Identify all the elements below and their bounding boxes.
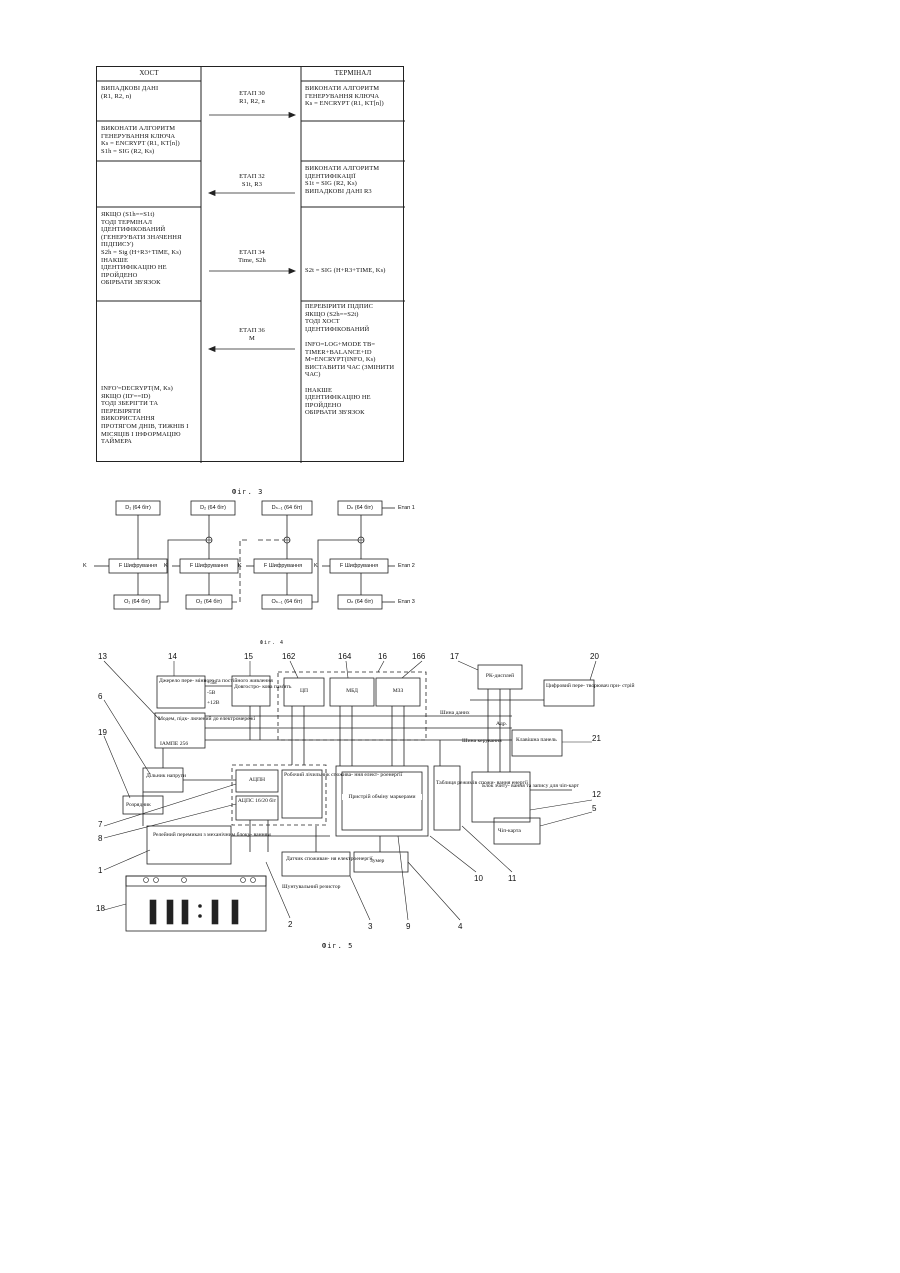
data-bus-label: Шина даних (440, 710, 470, 716)
ref-17: 17 (450, 652, 459, 661)
ref-11: 11 (508, 874, 516, 883)
work-counter-block: Робочий лічильник спожива- ння елект- ро… (284, 772, 402, 778)
step34-data: Time, S2h (209, 257, 295, 265)
stage-3-label: Етап 3 (398, 598, 415, 606)
fig5-caption: Фіг. 5 (322, 942, 353, 950)
key-label-4: K (314, 562, 318, 570)
stage-1-label: Етап 1 (398, 504, 415, 512)
dac-block: Цифровий пере- творювач при- стрій (546, 683, 635, 689)
modem-block: Модем, підк- лючений до електромережі (158, 716, 255, 722)
plus12v-label: +12В (207, 700, 219, 706)
address-bus-label: Адр. (496, 721, 507, 727)
dn1-block: Dₙ₋₁ (64 біт) (262, 504, 312, 512)
terminal-step-1: ВИКОНАТИ АЛГОРИТМ ГЕНЕРУВАННЯ КЛЮЧА Ks =… (305, 85, 384, 108)
o1-block: O₁ (64 біт) (114, 598, 160, 606)
ref-3: 3 (368, 922, 372, 931)
step36-data: M (209, 335, 295, 343)
ref-21: 21 (592, 734, 601, 743)
discharger-block: Розрядник (126, 802, 151, 808)
terminal-step-2: ВИКОНАТИ АЛГОРИТМ ІДЕНТИФІКАЦІЇ S1t = SI… (305, 165, 379, 195)
lcd-block: РК-дисплей (478, 673, 522, 679)
adc-current-block: АЦПС 16/20 біт (236, 798, 278, 804)
ref-4: 4 (458, 922, 462, 931)
step36-title: ЕТАП 36 (209, 327, 295, 335)
host-step-4: INFO'=DECRYPT(M, Ks) ЯКЩО (ID'==ID) ТОДІ… (101, 385, 189, 446)
key-label-2: K (164, 562, 168, 570)
host-header: ХОСТ (97, 70, 201, 78)
step34-title: ЕТАП 34 (209, 249, 295, 257)
step30-data: R1, R2, n (209, 98, 295, 106)
ref-162: 162 (282, 652, 295, 661)
dn-block: Dₙ (64 біт) (338, 504, 382, 512)
encrypt-block-3: F Шифрування (254, 562, 312, 570)
chip-card-block: Чіп-карта (498, 828, 521, 834)
step32-title: ЕТАП 32 (209, 173, 295, 181)
ref-18: 18 (96, 904, 105, 913)
fig4-caption: Фіг. 4 (260, 640, 284, 646)
ref-15: 15 (244, 652, 253, 661)
encrypt-block-2: F Шифрування (180, 562, 238, 570)
ref-166: 166 (412, 652, 425, 661)
ref-12: 12 (592, 790, 601, 799)
keyboard-block: Клавішна панель (516, 737, 557, 743)
ref-9: 9 (406, 922, 410, 931)
relay-switch-block: Релейний перемикач з механічним блоку- в… (153, 832, 271, 838)
terminal-step-3: S2t = SIG (H+R3+TIME, Ks) (305, 267, 385, 275)
ref-7: 7 (98, 820, 102, 829)
key-label-1: K (83, 562, 87, 570)
plus5v-label: +5В (207, 680, 217, 686)
voltage-divider-block: Дільник напруги (146, 773, 186, 779)
protocol-table: ХОСТ ТЕРМІНАЛ ВИПАДКОВІ ДАНІ (R1, R2, n)… (96, 66, 404, 462)
ref-14: 14 (168, 652, 177, 661)
stage-2-label: Етап 2 (398, 562, 415, 570)
ref-8: 8 (98, 834, 102, 843)
host-step-2: ВИКОНАТИ АЛГОРИТМ ГЕНЕРУВАННЯ КЛЮЧА Ks =… (101, 125, 180, 155)
encrypt-block-4: F Шифрування (330, 562, 388, 570)
ref-164: 164 (338, 652, 351, 661)
step30-title: ЕТАП 30 (209, 90, 295, 98)
ref-5: 5 (592, 804, 596, 813)
key-label-3: K (238, 562, 242, 570)
d2-block: D₂ (64 біт) (191, 504, 235, 512)
fig3-caption: Фіг. 3 (232, 488, 263, 496)
terminal-header: ТЕРМІНАЛ (301, 70, 405, 78)
terminal-step-4: ПЕРЕВІРИТИ ПІДПИС ЯКЩО (S2h==S2t) ТОДІ Х… (305, 303, 394, 417)
mzz-block: МЗЗ (376, 688, 420, 694)
encrypt-block-1: F Шифрування (109, 562, 167, 570)
d1-block: D₁ (64 біт) (116, 504, 160, 512)
host-step-1: ВИПАДКОВІ ДАНІ (R1, R2, n) (101, 85, 158, 100)
on1-block: Oₙ₋₁ (64 біт) (262, 598, 312, 606)
ref-13: 13 (98, 652, 107, 661)
long-term-memory-block: Довгостро- кова пам'ять (234, 684, 291, 690)
cpu-block: ЦП (284, 688, 324, 694)
mbd-block: МБД (330, 688, 374, 694)
token-exchange-block: Пристрій обміну маркерами (342, 794, 422, 800)
shunt-resistor-label: Шунтувальний резистор (282, 884, 340, 890)
card-reader-block: Блок зчиту- вання та запису для чіп-карт (482, 783, 579, 789)
on-block: Oₙ (64 біт) (338, 598, 382, 606)
iamp-label: IAMПЕ 256 (160, 741, 188, 747)
ref-20: 20 (590, 652, 599, 661)
ref-2: 2 (288, 920, 292, 929)
ref-19: 19 (98, 728, 107, 737)
o2-block: O₂ (64 біт) (186, 598, 232, 606)
control-bus-label: Шина керування (462, 738, 502, 744)
step32-data: S1t, R3 (209, 181, 295, 189)
consumption-sensor-block: Датчик споживан- ня електроенергії (286, 856, 373, 862)
host-step-3: ЯКЩО (S1h==S1t) ТОДІ ТЕРМІНАЛ ІДЕНТИФІКО… (101, 211, 182, 287)
ref-16: 16 (378, 652, 387, 661)
minus5v-label: -5В (207, 690, 215, 696)
adc-voltage-block: АЦПН (236, 777, 278, 783)
buzzer-block: Зумер (370, 858, 384, 864)
ref-1: 1 (98, 866, 102, 875)
ref-6: 6 (98, 692, 102, 701)
ref-10: 10 (474, 874, 483, 883)
